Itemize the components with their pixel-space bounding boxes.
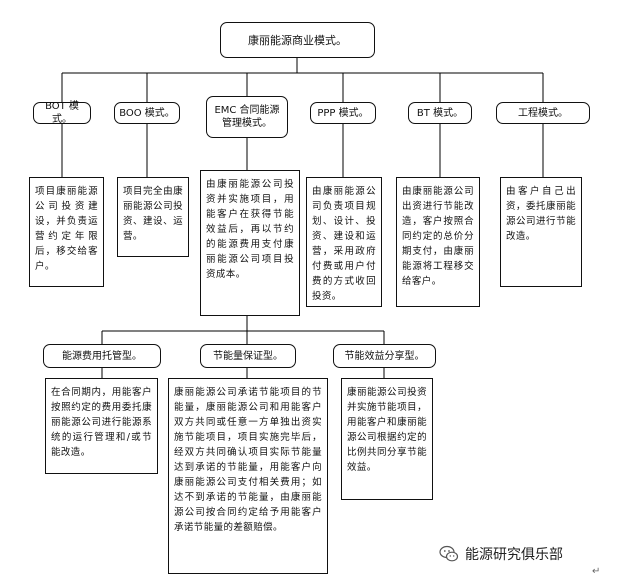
emc-type-savings-guarantee-description: 康丽能源公司承诺节能项目的节能量，康丽能源公司和用能客户双方共同或任意一方单独出…: [168, 378, 328, 574]
wechat-icon: [439, 545, 459, 562]
model-ppp-label: PPP 模式。: [310, 102, 376, 124]
model-bt-description: 由康丽能源公司出资进行节能改造，客户按照合同约定的总价分期支付，由康丽能源将工程…: [396, 177, 480, 307]
paragraph-mark: ↵: [592, 566, 601, 577]
root-node: 康丽能源商业模式。: [220, 22, 375, 58]
model-ppp-description: 由康丽能源公司负责项目规划、设计、投资、建设和运营，采用政府付费或用户付费的方式…: [306, 177, 382, 307]
model-bt-label: BT 模式。: [408, 102, 472, 124]
model-bot-description: 项目康丽能源公司投资建设，并负责运营约定年限后，移交给客户。: [29, 177, 104, 287]
emc-type-energy-cost-custody-label: 能源费用托管型。: [43, 344, 161, 368]
model-boo-description: 项目完全由康丽能源公司投资、建设、运营。: [117, 177, 189, 257]
model-engineering-description: 由客户自己出资，委托康丽能源公司进行节能改造。: [500, 177, 582, 287]
emc-type-benefit-sharing-description: 康丽能源公司投资并实施节能项目，用能客户和康丽能源公司根据约定的比例共同分享节能…: [341, 378, 433, 500]
watermark-text: 能源研究俱乐部: [465, 547, 563, 563]
emc-type-savings-guarantee-label: 节能量保证型。: [200, 344, 296, 368]
emc-type-energy-cost-custody-description: 在合同期内，用能客户按照约定的费用委托康丽能源公司进行能源系统的运行管理和/或节…: [45, 378, 158, 474]
model-boo-label: BOO 模式。: [114, 102, 180, 124]
watermark: 能源研究俱乐部: [439, 544, 563, 564]
model-bot-label: BOT 模式。: [33, 101, 91, 125]
model-emc-description: 由康丽能源公司投资并实施项目，用能客户在获得节能效益后，再以节约的能源费用支付康…: [200, 170, 300, 316]
emc-type-benefit-sharing-label: 节能效益分享型。: [333, 344, 436, 368]
model-engineering-label: 工程模式。: [496, 102, 590, 124]
model-emc-label: EMC 合同能源管理模式。: [206, 96, 288, 138]
